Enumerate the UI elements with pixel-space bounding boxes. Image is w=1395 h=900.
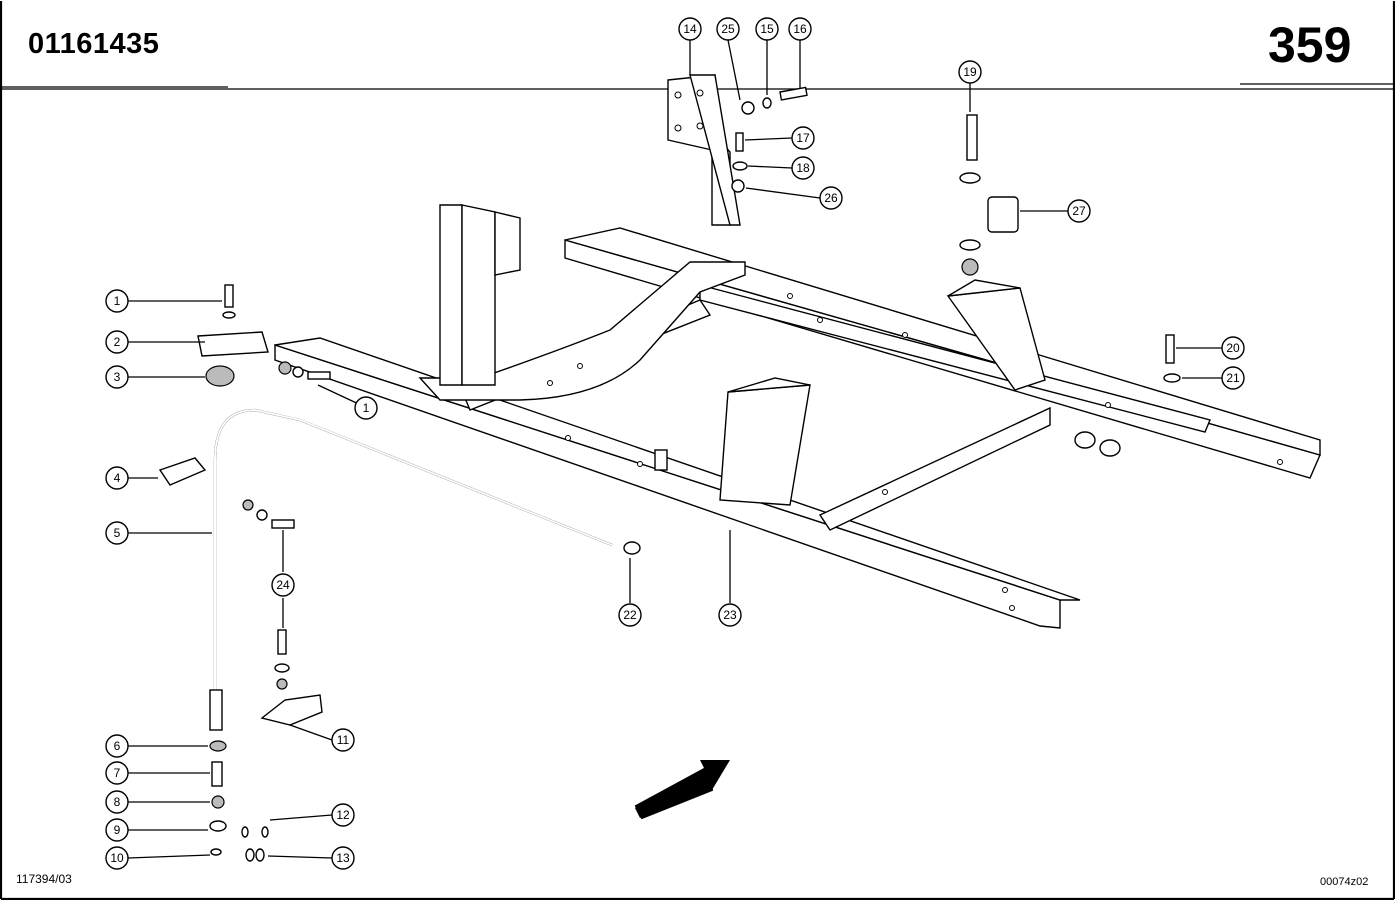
svg-text:23: 23 bbox=[723, 608, 737, 622]
svg-text:26: 26 bbox=[824, 191, 838, 205]
svg-text:12: 12 bbox=[336, 808, 350, 822]
svg-text:27: 27 bbox=[1072, 204, 1086, 218]
svg-text:5: 5 bbox=[114, 526, 121, 540]
callout-1[interactable]: 1 bbox=[105, 289, 129, 313]
svg-text:20: 20 bbox=[1226, 341, 1240, 355]
callout-25[interactable]: 25 bbox=[716, 17, 740, 41]
svg-text:1: 1 bbox=[114, 294, 121, 308]
control-cable bbox=[209, 408, 641, 731]
callout-17[interactable]: 17 bbox=[791, 126, 815, 150]
callout-2[interactable]: 2 bbox=[105, 330, 129, 354]
svg-text:21: 21 bbox=[1226, 371, 1240, 385]
callout-15[interactable]: 15 bbox=[755, 17, 779, 41]
svg-text:17: 17 bbox=[796, 131, 810, 145]
callout-12[interactable]: 12 bbox=[331, 803, 355, 827]
callout-22[interactable]: 22 bbox=[618, 603, 642, 627]
svg-text:13: 13 bbox=[336, 851, 350, 865]
callouts: 1 1 2 3 4 5 6 7 8 9 10 11 12 13 14 15 16… bbox=[105, 17, 1245, 870]
leader-lines bbox=[127, 39, 1222, 859]
svg-text:14: 14 bbox=[683, 22, 697, 36]
callout-10[interactable]: 10 bbox=[105, 846, 129, 870]
svg-text:3: 3 bbox=[114, 370, 121, 384]
svg-text:19: 19 bbox=[963, 65, 977, 79]
page-number: 359 bbox=[1268, 17, 1352, 73]
svg-text:6: 6 bbox=[114, 739, 121, 753]
callout-27[interactable]: 27 bbox=[1067, 199, 1091, 223]
svg-text:22: 22 bbox=[623, 608, 637, 622]
svg-text:4: 4 bbox=[114, 471, 121, 485]
svg-text:24: 24 bbox=[276, 578, 290, 592]
callout-23[interactable]: 23 bbox=[718, 603, 742, 627]
svg-text:16: 16 bbox=[793, 22, 807, 36]
svg-text:18: 18 bbox=[796, 161, 810, 175]
direction-arrow bbox=[634, 760, 730, 820]
callout-16[interactable]: 16 bbox=[788, 17, 812, 41]
callout-11[interactable]: 11 bbox=[331, 728, 355, 752]
callout-7[interactable]: 7 bbox=[105, 761, 129, 785]
part-number: 01161435 bbox=[28, 28, 160, 60]
callout-8[interactable]: 8 bbox=[105, 790, 129, 814]
callout-9[interactable]: 9 bbox=[105, 818, 129, 842]
callout-26[interactable]: 26 bbox=[819, 186, 843, 210]
image-reference: 00074z02 bbox=[1320, 876, 1369, 888]
callout-20[interactable]: 20 bbox=[1221, 336, 1245, 360]
svg-text:7: 7 bbox=[114, 766, 121, 780]
callout-13[interactable]: 13 bbox=[331, 846, 355, 870]
callout-19[interactable]: 19 bbox=[958, 60, 982, 84]
callout-24[interactable]: 24 bbox=[271, 573, 295, 597]
callout-4[interactable]: 4 bbox=[105, 466, 129, 490]
callout-14[interactable]: 14 bbox=[678, 17, 702, 41]
svg-text:11: 11 bbox=[337, 733, 350, 747]
svg-text:15: 15 bbox=[760, 22, 774, 36]
svg-text:9: 9 bbox=[114, 823, 121, 837]
callout-1-secondary[interactable]: 1 bbox=[354, 396, 378, 420]
hardware-parts bbox=[158, 86, 1181, 862]
callout-3[interactable]: 3 bbox=[105, 365, 129, 389]
drawing-reference: 117394/03 bbox=[16, 872, 72, 886]
callout-5[interactable]: 5 bbox=[105, 521, 129, 545]
svg-text:10: 10 bbox=[110, 851, 124, 865]
callout-6[interactable]: 6 bbox=[105, 734, 129, 758]
svg-text:8: 8 bbox=[114, 795, 121, 809]
svg-text:25: 25 bbox=[721, 22, 735, 36]
upper-bracket bbox=[667, 74, 741, 226]
main-frame-assembly bbox=[274, 204, 1321, 629]
callout-18[interactable]: 18 bbox=[791, 156, 815, 180]
svg-text:2: 2 bbox=[114, 335, 121, 349]
svg-text:1: 1 bbox=[363, 401, 370, 415]
callout-21[interactable]: 21 bbox=[1221, 366, 1245, 390]
